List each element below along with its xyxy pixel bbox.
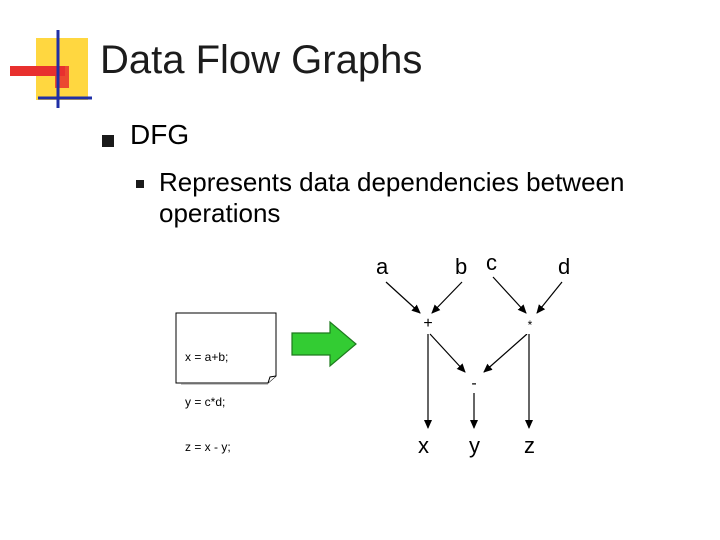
code-note-text: x = a+b; y = c*d; z = x - y; xyxy=(185,320,231,470)
edge-d-to-mul xyxy=(537,282,562,313)
input-a-label: a xyxy=(376,254,388,280)
code-line-3: z = x - y; xyxy=(185,440,231,455)
edge-b-to-add xyxy=(432,282,462,313)
edge-a-to-add xyxy=(386,282,420,313)
input-c-label: c xyxy=(486,250,497,276)
edge-mul-to-sub xyxy=(484,334,527,372)
sub-operator-node: - xyxy=(466,375,482,393)
input-b-label: b xyxy=(455,254,467,280)
transform-arrow-icon xyxy=(292,322,356,366)
edge-c-to-mul xyxy=(493,277,526,313)
edge-add-to-sub xyxy=(430,334,465,372)
output-y-label: y xyxy=(469,433,480,459)
code-line-2: y = c*d; xyxy=(185,395,231,410)
output-x-label: x xyxy=(418,433,429,459)
code-line-1: x = a+b; xyxy=(185,350,231,365)
input-d-label: d xyxy=(558,254,570,280)
mul-operator-node: * xyxy=(522,316,538,334)
output-z-label: z xyxy=(524,433,535,459)
add-operator-node: + xyxy=(419,315,437,333)
